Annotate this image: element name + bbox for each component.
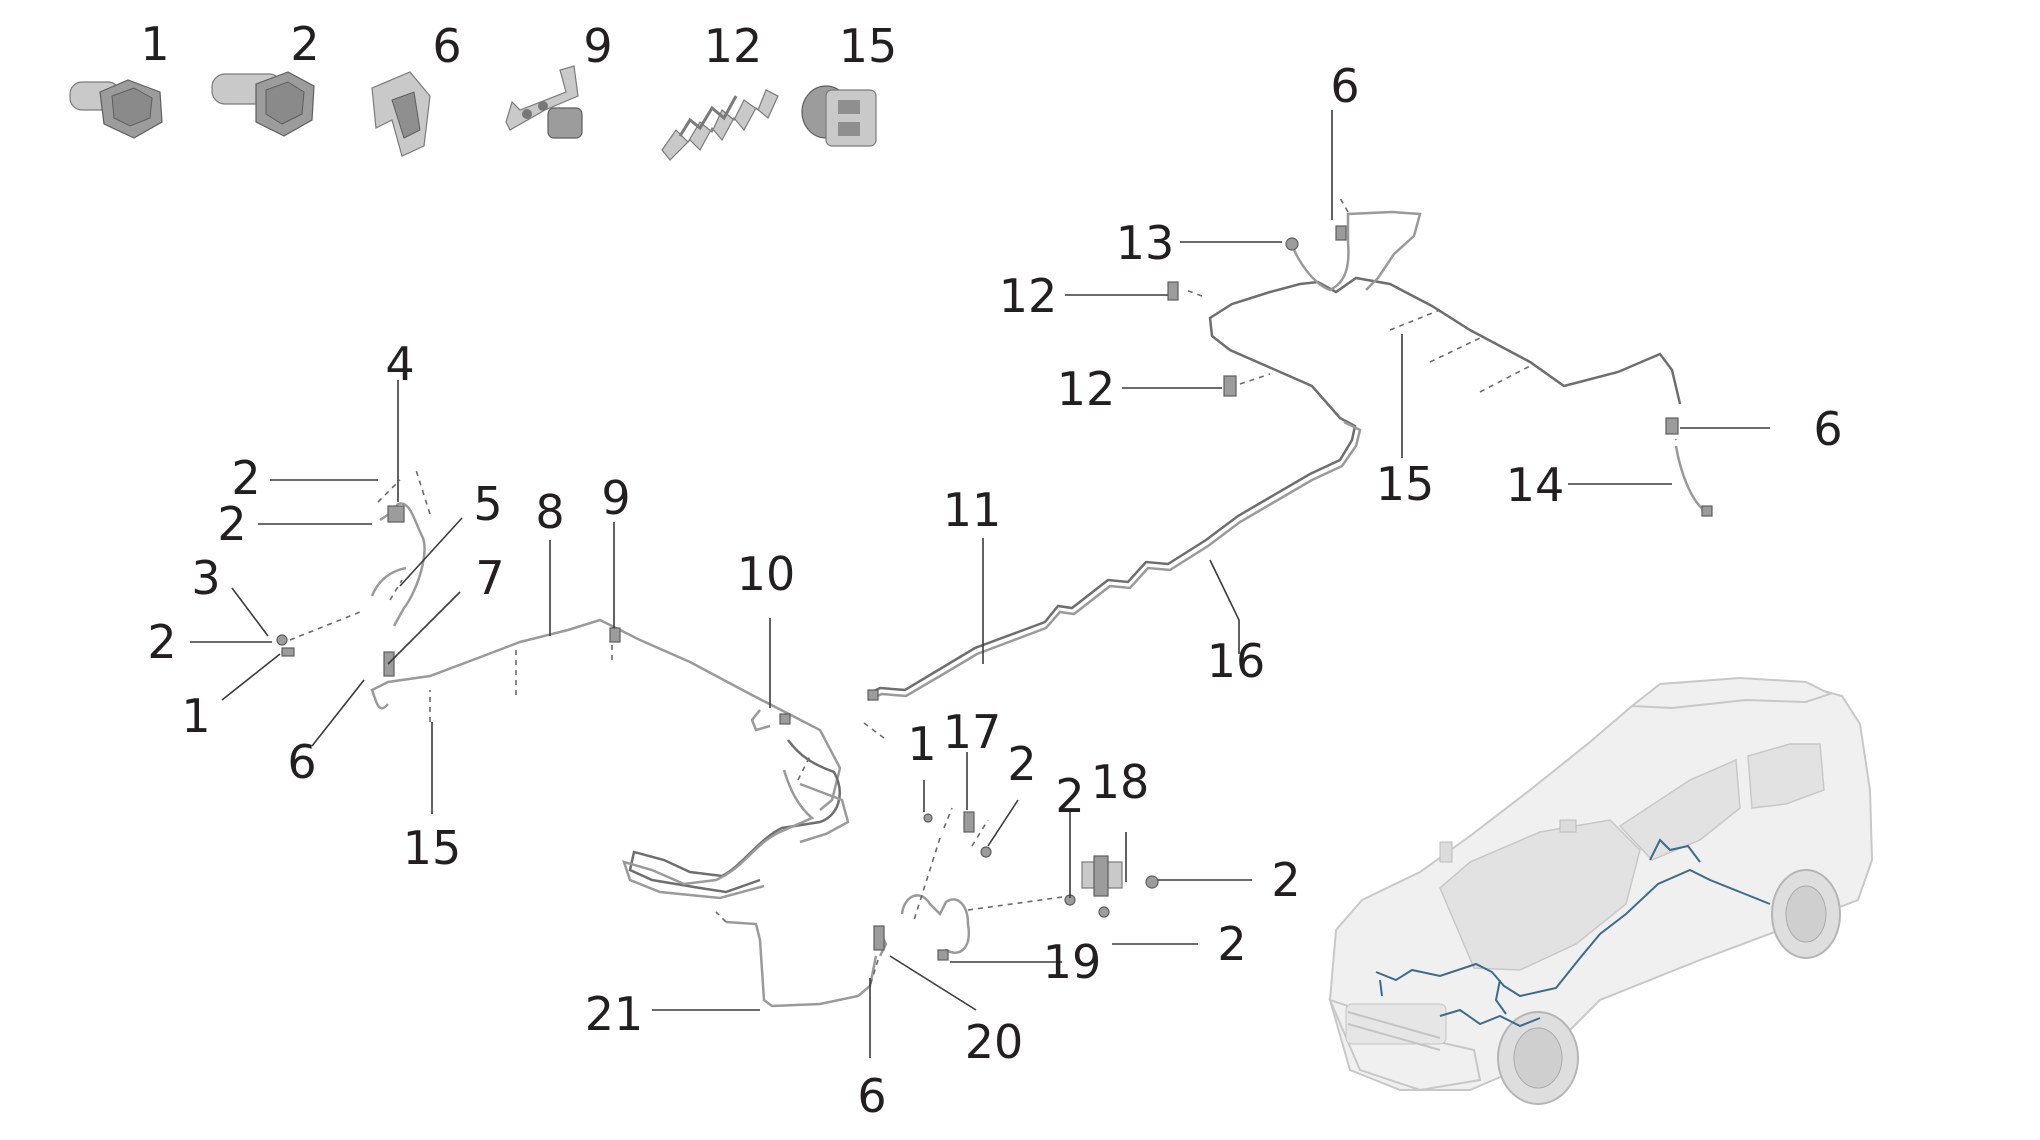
vehicle-locator-image	[1328, 676, 1874, 1105]
legend-part-15-grommet-icon	[801, 85, 877, 147]
callout-1-center: 1	[907, 717, 936, 771]
legend-part-1-bolt-icon	[69, 79, 163, 139]
callout-6-left: 6	[287, 735, 316, 789]
callout-17: 17	[943, 705, 1002, 759]
callout-6-bottom: 6	[857, 1069, 886, 1123]
callout-18: 18	[1091, 755, 1150, 809]
callout-13: 13	[1116, 216, 1175, 270]
legend-part-6-clip-icon	[371, 71, 431, 157]
callout-4: 4	[385, 337, 414, 391]
callout-2-f: 2	[1271, 853, 1300, 907]
callout-6-top: 6	[1330, 59, 1359, 113]
callout-5: 5	[473, 477, 502, 531]
callout-2-a: 2	[231, 451, 260, 505]
callout-3: 3	[191, 551, 220, 605]
legend-label-6: 6	[432, 19, 461, 73]
callout-11: 11	[943, 483, 1002, 537]
callout-6-right: 6	[1813, 402, 1842, 456]
callout-2-e: 2	[1055, 769, 1084, 823]
callout-12-upper: 12	[999, 269, 1058, 323]
callout-15-top: 15	[1376, 457, 1435, 511]
legend-part-9-clip-icon	[505, 65, 583, 139]
legend-label-1: 1	[140, 17, 169, 71]
legend-label-15: 15	[839, 19, 898, 73]
leader-lines	[190, 110, 1770, 1058]
legend-part-2-bolt-icon	[211, 71, 315, 137]
legend-label-12: 12	[704, 19, 763, 73]
callout-15-left: 15	[403, 821, 462, 875]
callout-2-d: 2	[1007, 737, 1036, 791]
callout-9: 9	[601, 471, 630, 525]
callout-14: 14	[1506, 458, 1565, 512]
legend-label-2: 2	[290, 17, 319, 71]
brake-pipes	[370, 210, 1707, 1008]
legend-part-12-clip-icon	[661, 89, 779, 161]
callout-10: 10	[737, 547, 796, 601]
install-dash-lines	[289, 197, 1677, 987]
callout-1-left: 1	[181, 689, 210, 743]
callout-16: 16	[1207, 634, 1266, 688]
callout-20: 20	[965, 1015, 1024, 1069]
callout-19: 19	[1043, 935, 1102, 989]
callout-labels: 6 13 12 12 6 15 14 4 2 2 5 8 9 3 7 2 1 6…	[147, 59, 1842, 1123]
callout-2-c: 2	[147, 615, 176, 669]
callout-21: 21	[585, 987, 644, 1041]
callout-12-lower: 12	[1057, 362, 1116, 416]
callout-2-g: 2	[1217, 917, 1246, 971]
callout-7: 7	[475, 551, 504, 605]
callout-2-b: 2	[217, 497, 246, 551]
legend-label-9: 9	[583, 19, 612, 73]
callout-8: 8	[535, 485, 564, 539]
legend-strip: 1 2 6 9 12	[69, 17, 898, 161]
